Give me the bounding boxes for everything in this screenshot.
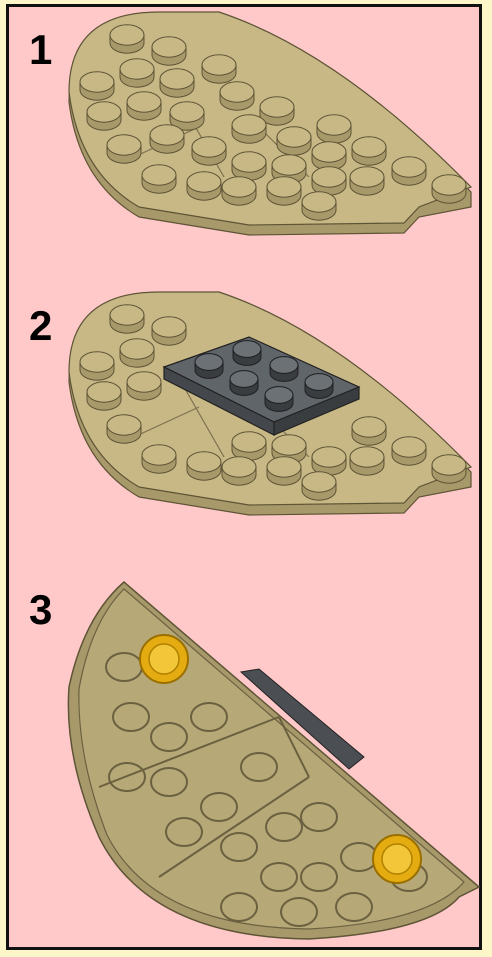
stud: [110, 25, 144, 53]
stud: [317, 115, 351, 143]
stud: [350, 167, 384, 195]
stud: [107, 135, 141, 163]
stud: [392, 157, 426, 185]
stud: [432, 455, 466, 483]
stud: [232, 115, 266, 143]
step-2-illustration: [9, 287, 485, 547]
stud: [352, 417, 386, 445]
stud: [267, 457, 301, 485]
stud: [312, 447, 346, 475]
stud: [150, 125, 184, 153]
stud: [432, 175, 466, 203]
stud: [270, 357, 298, 382]
stud: [187, 172, 221, 200]
stud: [222, 457, 256, 485]
stud: [305, 374, 333, 399]
stud: [195, 354, 223, 379]
stud: [142, 445, 176, 473]
stud: [192, 137, 226, 165]
stud: [110, 305, 144, 333]
stud: [87, 102, 121, 130]
stud: [80, 352, 114, 380]
stud: [80, 72, 114, 100]
stud: [233, 341, 261, 366]
step-3-illustration: [9, 577, 485, 947]
stud: [230, 371, 258, 396]
stud: [107, 415, 141, 443]
stud: [120, 339, 154, 367]
stud: [277, 127, 311, 155]
stud: [220, 82, 254, 110]
stud: [352, 137, 386, 165]
stud: [87, 382, 121, 410]
stud: [187, 452, 221, 480]
stud: [312, 142, 346, 170]
stud: [152, 37, 186, 65]
stud: [222, 177, 256, 205]
stud: [120, 59, 154, 87]
stud: [302, 472, 336, 500]
trans-yellow-round-1x1: [140, 635, 188, 683]
stud: [127, 372, 161, 400]
instruction-panel: 1 2 3: [6, 4, 482, 950]
stud: [232, 152, 266, 180]
tan-half-round-plate: [69, 12, 471, 235]
stud: [127, 92, 161, 120]
stud: [302, 192, 336, 220]
stud: [152, 317, 186, 345]
stud: [392, 437, 426, 465]
stud: [142, 165, 176, 193]
stud: [350, 447, 384, 475]
step-1-illustration: [9, 7, 485, 267]
stud: [232, 432, 266, 460]
stud: [265, 387, 293, 412]
tan-half-round-plate-underside: [68, 582, 479, 939]
stud: [160, 69, 194, 97]
stud: [267, 177, 301, 205]
stud: [312, 167, 346, 195]
trans-yellow-round-1x1: [373, 835, 421, 883]
stud: [202, 55, 236, 83]
